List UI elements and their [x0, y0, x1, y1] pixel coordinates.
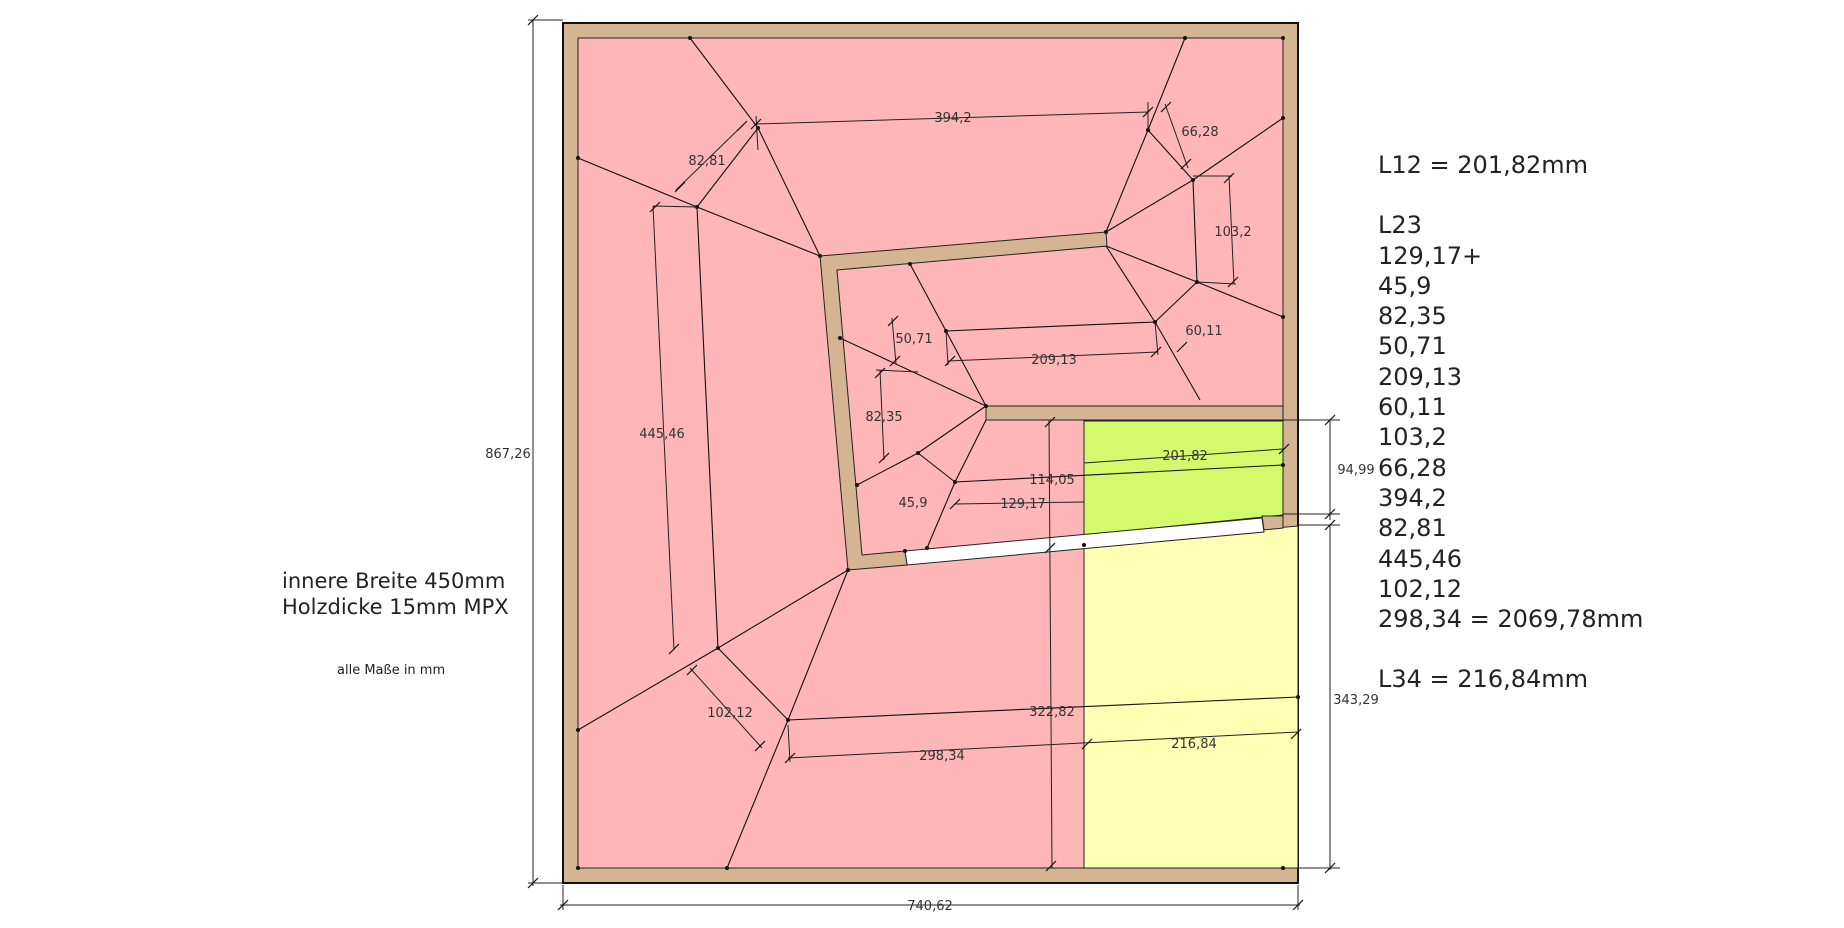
calc-l23-term: 445,46 [1378, 544, 1462, 573]
label-445-46: 445,46 [639, 427, 685, 442]
horn-path-lines [577, 37, 1299, 869]
note-units: alle Maße in mm [337, 663, 446, 678]
vertex-dots [576, 36, 1300, 870]
label-394-2: 394,2 [934, 111, 971, 126]
calc-l23-term: 103,2 [1378, 423, 1447, 452]
label-102-12: 102,12 [707, 706, 753, 721]
construction-notes: innere Breite 450mm Holzdicke 15mm MPX [282, 568, 509, 620]
label-82-81: 82,81 [688, 154, 725, 169]
calc-l23-term: 394,2 [1378, 483, 1447, 512]
length-calculation: L12 = 201,82mm L23 129,17+ 45,9 82,35 50… [1378, 150, 1643, 695]
calc-l23-term: 129,17+ [1378, 241, 1483, 270]
calc-l23-term: 60,11 [1378, 393, 1447, 422]
inner-wood-wall [819, 231, 1108, 571]
label-total-height: 867,26 [485, 447, 531, 462]
label-50-71: 50,71 [895, 332, 932, 347]
note-wood-thickness: Holzdicke 15mm MPX [282, 595, 509, 619]
label-129-17: 129,17 [1000, 497, 1046, 512]
region-l12 [1083, 420, 1284, 536]
region-l34 [1083, 525, 1299, 869]
label-322-82: 322,82 [1029, 705, 1075, 720]
label-total-width: 740,62 [907, 899, 953, 914]
label-94-99: 94,99 [1337, 463, 1374, 478]
calc-l23: L23 129,17+ 45,9 82,35 50,71 209,13 60,1… [1378, 210, 1643, 634]
dimension-lines [528, 19, 1340, 910]
wood-divider [985, 405, 1284, 421]
label-343-29: 343,29 [1333, 693, 1379, 708]
wood-post-right [1261, 515, 1284, 531]
calc-l23-term: 209,13 [1378, 362, 1462, 391]
label-103-2: 103,2 [1214, 225, 1251, 240]
label-60-11: 60,11 [1185, 324, 1222, 339]
calc-l23-term: 66,28 [1378, 453, 1447, 482]
label-114-05: 114,05 [1029, 473, 1075, 488]
calc-l23-term: 102,12 [1378, 574, 1462, 603]
note-inner-width: innere Breite 450mm [282, 569, 506, 593]
calc-l23-term: 82,81 [1378, 514, 1447, 543]
calc-l12: L12 = 201,82mm [1378, 151, 1589, 179]
calc-l34: L34 = 216,84mm [1378, 665, 1589, 694]
label-216-84: 216,84 [1171, 737, 1217, 752]
calc-l23-term: 45,9 [1378, 271, 1432, 300]
calc-l23-term: 298,34 = 2069,78mm [1378, 605, 1644, 634]
label-45-9: 45,9 [899, 496, 928, 511]
label-82-35: 82,35 [865, 410, 902, 425]
label-298-34: 298,34 [919, 749, 965, 764]
label-201-82: 201,82 [1162, 449, 1208, 464]
dimension-labels: 867,26 740,62 394,2 66,28 82,81 103,2 44… [485, 111, 1379, 914]
calc-l23-title: L23 [1378, 211, 1422, 240]
calc-l23-term: 50,71 [1378, 332, 1447, 361]
label-66-28: 66,28 [1181, 125, 1218, 140]
label-209-13: 209,13 [1031, 353, 1077, 368]
calc-l23-term: 82,35 [1378, 302, 1447, 331]
